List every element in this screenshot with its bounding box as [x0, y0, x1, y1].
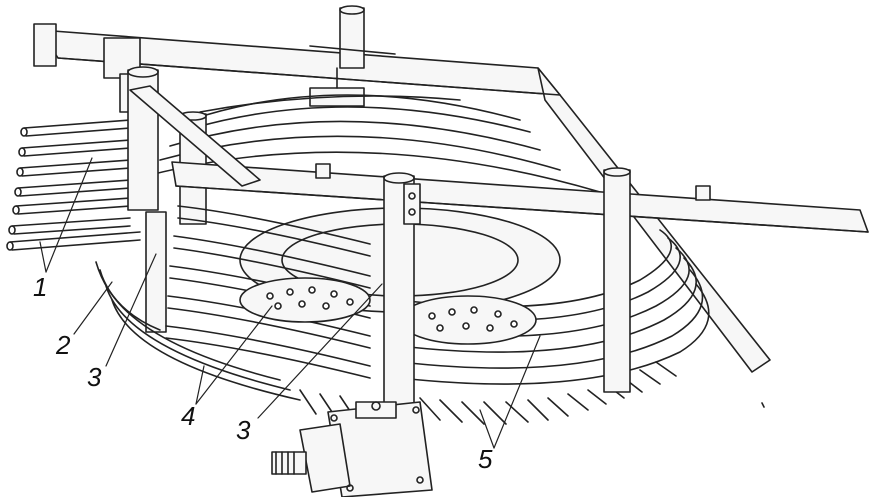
tine-fan	[299, 361, 677, 425]
gearbox	[271, 401, 433, 497]
callout-1: 1	[33, 272, 48, 302]
callout-3a: 3	[87, 362, 102, 392]
cross-beam	[129, 85, 869, 233]
callout-2: 2	[56, 330, 71, 360]
left-lower-rings	[95, 261, 301, 401]
hole-plate-right	[399, 295, 537, 345]
right-post	[603, 167, 631, 393]
rod-stack-front	[165, 205, 371, 379]
callout-5: 5	[478, 444, 493, 474]
callout-4: 4	[181, 401, 196, 431]
hole-plate-left	[239, 277, 371, 323]
center-post	[383, 172, 421, 407]
callout-3b: 3	[236, 415, 251, 445]
leader-lines	[39, 157, 541, 449]
rod-bundle-left	[6, 119, 141, 251]
stray-mark	[761, 402, 765, 408]
